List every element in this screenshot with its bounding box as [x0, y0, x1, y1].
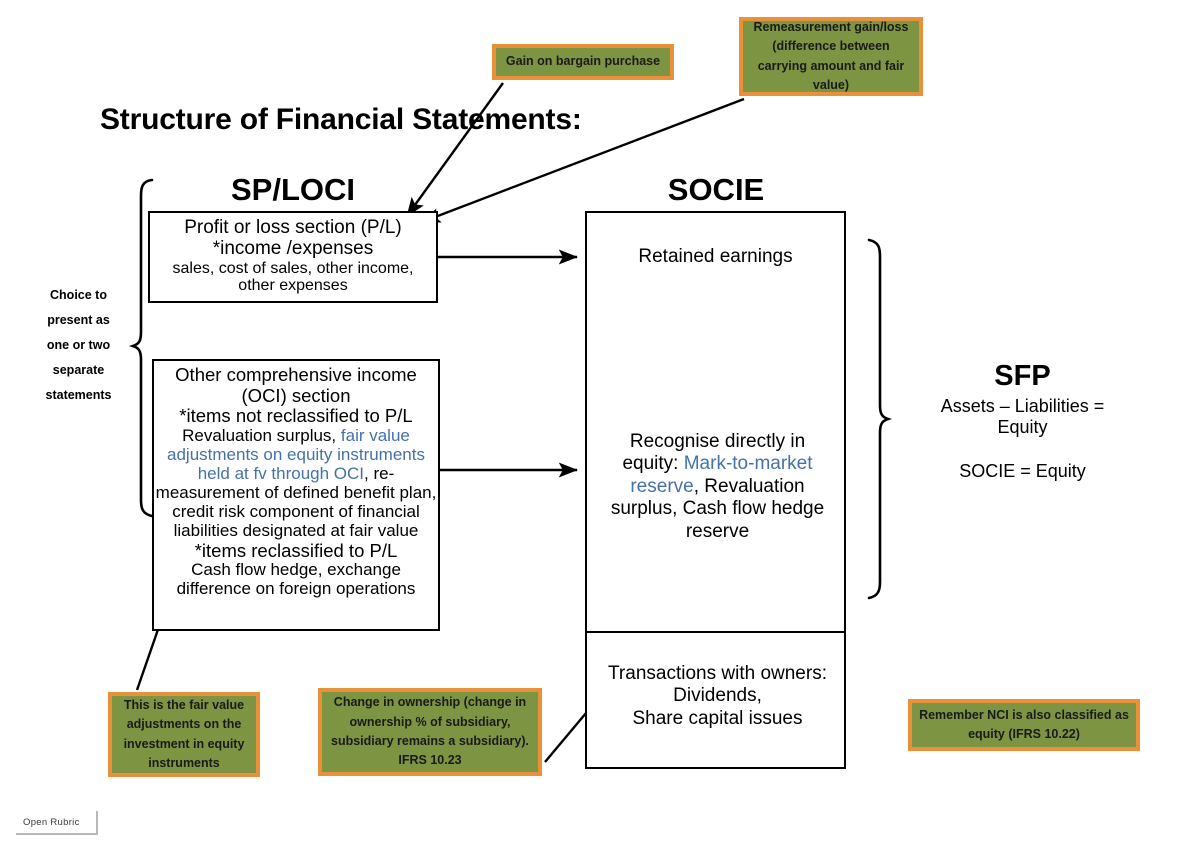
- callout-nci-equity: Remember NCI is also classified as equit…: [908, 699, 1140, 751]
- oci-fair-value-highlight: fair value adjustments on equity instrum…: [167, 425, 425, 483]
- oci-line-8: difference on foreign operations: [176, 579, 416, 599]
- transactions-line-1: Transactions with owners:: [608, 663, 827, 684]
- transactions-line-3: Share capital issues: [632, 707, 803, 729]
- recognise-prefix: Recognise directly in equity:: [622, 431, 806, 475]
- callout-remeasurement-gain-loss: Remeasurement gain/loss (difference betw…: [739, 17, 923, 96]
- pl-line-2: *income /expenses: [212, 238, 374, 260]
- oci-line-2: (OCI) section: [241, 384, 351, 406]
- oci-remeasurement-text: , re-measurement of defined benefit plan…: [155, 463, 437, 540]
- callout-gain-on-bargain-purchase: Gain on bargain purchase: [492, 44, 674, 80]
- choice-line-3: one or two: [46, 338, 111, 352]
- sfp-equation-line-2: Equity: [997, 416, 1048, 437]
- retained-earnings-label: Retained earnings: [638, 246, 793, 267]
- sfp-title: SFP: [994, 360, 1051, 392]
- socie-top-section: Retained earnings Recognise directly in …: [587, 213, 844, 633]
- oci-mixed-paragraph: Revaluation surplus, fair value adjustme…: [154, 425, 438, 541]
- socie-bottom-section: Transactions with owners: Dividends, Sha…: [587, 633, 844, 767]
- page-title: Structure of Financial Statements:: [100, 103, 582, 136]
- open-rubric-label: Open Rubric: [23, 816, 80, 828]
- sfp-block: SFP Assets – Liabilities = Equity SOCIE …: [905, 360, 1140, 482]
- callout-fair-value-adjustments: This is the fair value adjustments on th…: [108, 692, 260, 777]
- oci-box: Other comprehensive income (OCI) section…: [152, 359, 440, 631]
- choice-line-4: separate: [52, 363, 105, 377]
- column-heading-sploci: SP/LOCI: [230, 172, 355, 207]
- sfp-equation-line-1: Assets – Liabilities =: [940, 396, 1105, 416]
- sfp-socie-equation: SOCIE = Equity: [959, 461, 1086, 482]
- choice-line-5: statements: [45, 388, 112, 402]
- transactions-with-owners-block: Transactions with owners: Dividends, Sha…: [597, 663, 838, 730]
- socie-box: Retained earnings Recognise directly in …: [585, 211, 846, 769]
- open-rubric-button[interactable]: Open Rubric: [16, 811, 98, 835]
- recognise-in-equity-text: Recognise directly in equity: Mark-to-ma…: [603, 431, 832, 543]
- choice-to-present-label: Choice to present as one or two separate…: [26, 283, 131, 408]
- oci-line-1: Other comprehensive income: [175, 364, 417, 385]
- mark-to-market-highlight: Mark-to-market reserve: [630, 453, 813, 497]
- transactions-line-2: Dividends,: [673, 685, 762, 707]
- oci-line-7: Cash flow hedge, exchange: [191, 560, 401, 580]
- sfp-equation: Assets – Liabilities = Equity: [905, 396, 1140, 437]
- choice-line-1: Choice to: [50, 288, 107, 302]
- pl-line-3: sales, cost of sales, other income,: [172, 259, 414, 277]
- profit-or-loss-box: Profit or loss section (P/L) *income /ex…: [148, 211, 438, 303]
- oci-line-3: *items not reclassified to P/L: [179, 405, 413, 427]
- oci-line-6: *items reclassified to P/L: [194, 539, 398, 561]
- column-heading-socie: SOCIE: [667, 172, 765, 207]
- pl-line-4: other expenses: [238, 277, 348, 295]
- recognise-suffix: , Revaluation surplus, Cash flow hedge r…: [610, 475, 825, 542]
- oci-revaluation-text: Revaluation surplus,: [182, 425, 341, 445]
- choice-line-2: present as: [47, 313, 110, 327]
- sfp-brace-icon: [867, 238, 893, 600]
- pl-line-1: Profit or loss section (P/L): [184, 217, 402, 238]
- callout-change-in-ownership: Change in ownership (change in ownership…: [318, 688, 542, 776]
